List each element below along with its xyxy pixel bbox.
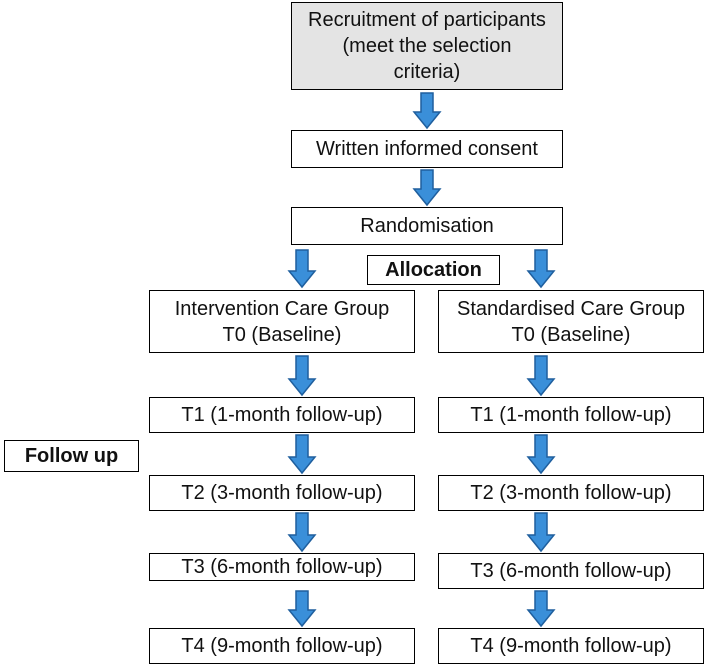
arrow-standardised-t0-to-t1: [526, 355, 556, 397]
arrow-intervention-t0-to-t1: [287, 355, 317, 397]
arrow-consent-to-randomisation: [412, 169, 442, 207]
standardised-t2-box: T2 (3-month follow-up): [438, 475, 704, 511]
standardised-t4-box: T4 (9-month follow-up): [438, 628, 704, 664]
arrow-randomisation-to-standardised: [526, 249, 556, 289]
arrow-intervention-t1-to-t2: [287, 434, 317, 475]
arrow-standardised-t1-to-t2: [526, 434, 556, 475]
allocation-label: Allocation: [367, 255, 500, 285]
intervention-group-box: Intervention Care Group T0 (Baseline): [149, 290, 415, 353]
intervention-t3-box: T3 (6-month follow-up): [149, 553, 415, 581]
arrow-standardised-t2-to-t3: [526, 512, 556, 553]
randomisation-box: Randomisation: [291, 207, 563, 245]
standardised-t1-box: T1 (1-month follow-up): [438, 397, 704, 433]
intervention-t1-box: T1 (1-month follow-up): [149, 397, 415, 433]
arrow-standardised-t3-to-t4: [526, 590, 556, 628]
recruitment-box: Recruitment of participants (meet the se…: [291, 2, 563, 90]
arrow-intervention-t2-to-t3: [287, 512, 317, 553]
standardised-t3-box: T3 (6-month follow-up): [438, 553, 704, 589]
arrow-intervention-t3-to-t4: [287, 590, 317, 628]
follow-up-label: Follow up: [4, 440, 139, 472]
arrow-randomisation-to-intervention: [287, 249, 317, 289]
standardised-group-box: Standardised Care Group T0 (Baseline): [438, 290, 704, 353]
consent-box: Written informed consent: [291, 130, 563, 168]
intervention-t4-box: T4 (9-month follow-up): [149, 628, 415, 664]
arrow-recruitment-to-consent: [412, 92, 442, 130]
intervention-t2-box: T2 (3-month follow-up): [149, 475, 415, 511]
